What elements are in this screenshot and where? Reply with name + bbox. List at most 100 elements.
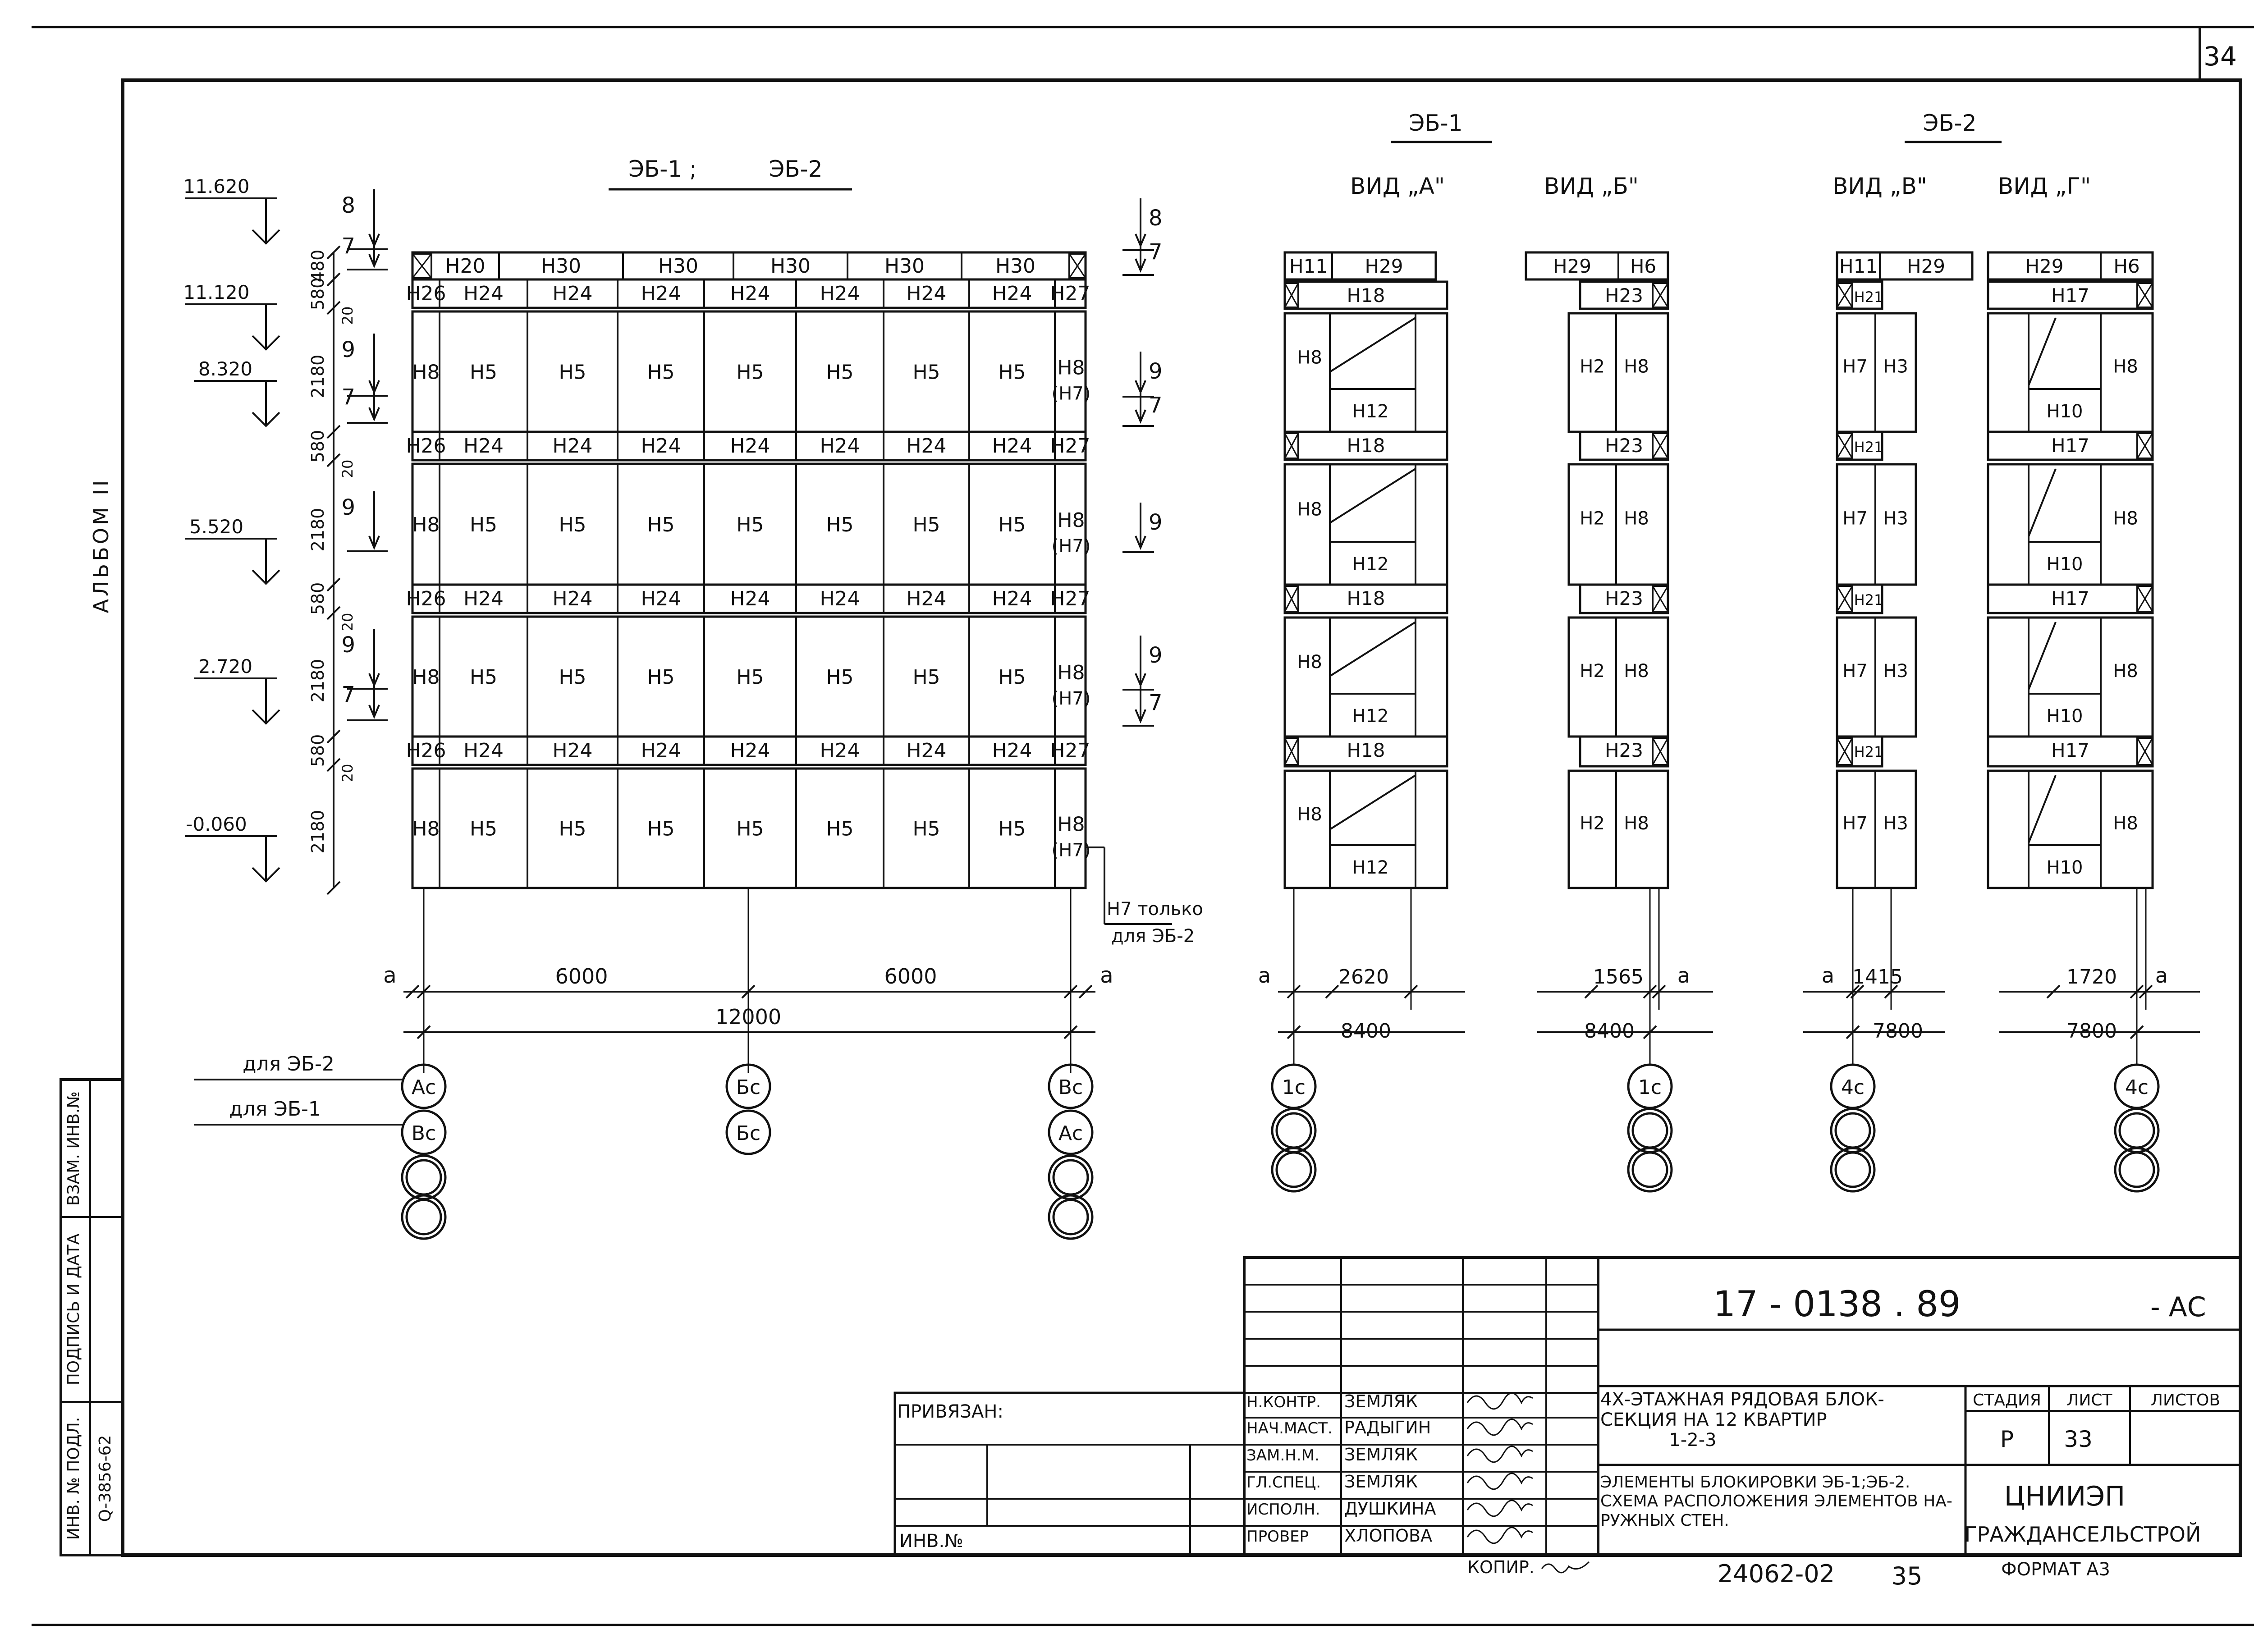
view-wall-left-label: Н8 [1297, 348, 1322, 368]
level-marks: 4805802180580218058021805802180202020201… [183, 175, 1203, 947]
window-slope [1329, 774, 1416, 830]
view-wall-right-label: Н8 [2113, 813, 2138, 834]
section-mark-left: 9 [341, 495, 355, 520]
wall-panel-label: Н5 [826, 513, 853, 536]
belt-label: Н24 [463, 587, 504, 610]
vertical-dim-tick [326, 245, 341, 260]
belt-label: Н24 [992, 282, 1032, 305]
view-wall-inner-label: Н12 [1352, 706, 1389, 727]
name-label: ХЛОПОВА [1344, 1526, 1432, 1546]
belt-label: Н24 [820, 282, 860, 305]
name-label: РАДЫГИН [1344, 1418, 1431, 1437]
cross-diag [1068, 253, 1086, 279]
dim-tick [1078, 984, 1093, 999]
belt-label: Н24 [463, 739, 504, 762]
belt-label: Н24 [730, 435, 770, 458]
wall-panel-label: Н5 [736, 361, 764, 384]
view-belt-label: Н18 [1347, 284, 1385, 307]
view-belt-cross [1284, 432, 1299, 459]
view-axis-bubble-empty-inner [1275, 1151, 1312, 1188]
role-label: Н.КОНТР. [1246, 1393, 1321, 1411]
view-belt-cross [2136, 282, 2153, 308]
view-top-label: Н29 [1907, 255, 1945, 277]
stamp-inv-value: Q-3856-62 [96, 1435, 115, 1522]
role-label: ЗАМ.Н.М. [1246, 1446, 1319, 1464]
role-label: ПРОВЕР [1246, 1528, 1309, 1546]
view-wall-left-label: Н2 [1580, 508, 1605, 529]
wall-panel-label: Н5 [470, 361, 497, 384]
project-title-1: 4Х-ЭТАЖНАЯ РЯДОВАЯ БЛОК- [1600, 1389, 1884, 1410]
wall-left-label: Н8 [412, 513, 440, 536]
wall-panel-label: Н5 [912, 818, 940, 841]
view-belt-cross [2136, 432, 2153, 459]
vertical-dim-label: 580 [308, 582, 328, 615]
belt-label: Н24 [552, 587, 592, 610]
view-top-label: Н11 [1839, 255, 1878, 277]
window-slope [2028, 317, 2057, 386]
belt-label: Н24 [641, 435, 681, 458]
belt-label: Н24 [552, 282, 592, 305]
view-axis-label: 1с [1282, 1076, 1306, 1099]
wall-right-alt-label: (Н7) [1052, 688, 1091, 709]
view-belt-cross [1652, 737, 1669, 766]
window-slope [2028, 468, 2057, 537]
view-title: ВИД „Б" [1544, 173, 1639, 199]
axis-bubble-label: Вс [412, 1122, 436, 1145]
dim-tick [741, 984, 756, 999]
view-title: ВИД „В" [1833, 173, 1927, 199]
view-wall-inner-label: Н12 [1352, 554, 1389, 575]
wall-panel-label: Н5 [647, 513, 674, 536]
arrow-head [368, 705, 380, 719]
main-title-eb2: ЭБ-2 [769, 156, 822, 182]
vertical-dim-tick [326, 453, 341, 467]
view-axis-bubble-empty-inner [2118, 1112, 2155, 1149]
dim-tick [1643, 1025, 1657, 1039]
section-mark-left: 7 [341, 682, 355, 707]
sheet-number-box [2199, 27, 2240, 82]
level-mark-label: 11.620 [183, 175, 250, 197]
view-wall-right-label: Н8 [1624, 661, 1649, 682]
view-total-label: 7800 [2066, 1020, 2117, 1043]
wall-panel-label: Н5 [470, 818, 497, 841]
belt-row [411, 735, 1087, 766]
level-arrow [252, 335, 280, 351]
signature-scribble [1466, 1500, 1533, 1517]
cross-diag [1836, 586, 1853, 612]
dim-tick [1404, 984, 1418, 999]
belt-label: Н24 [641, 587, 681, 610]
wall-right-label: Н8 [1057, 661, 1085, 684]
arrow-head [1135, 409, 1146, 424]
view-top-row [1283, 251, 1437, 281]
sheet-header: ЛИСТ [2066, 1391, 2112, 1409]
wall-panel-label: Н5 [998, 361, 1026, 384]
wall-panel-label: Н5 [826, 818, 853, 841]
axis-bubble-empty [401, 1154, 447, 1200]
view-axis-bubble-empty [1830, 1147, 1876, 1193]
view-belt-label: Н21 [1854, 439, 1883, 456]
view-dim-a: a [2155, 963, 2168, 988]
order-page: 35 [1892, 1562, 1923, 1590]
cross-diag [1652, 737, 1669, 765]
view-wall-inner-label: Н10 [2047, 706, 2083, 727]
axis-bubble-empty-inner [405, 1159, 442, 1196]
vertical-dim-label: 2180 [308, 355, 328, 398]
window-slope [1329, 317, 1416, 373]
arrow-head [368, 407, 380, 422]
binding-inv: ИНВ.№ [899, 1531, 963, 1551]
sheets-header: ЛИСТОВ [2151, 1391, 2220, 1409]
window-slope [1329, 621, 1416, 677]
arrow-head [1135, 258, 1146, 273]
axis-bubble [725, 1109, 771, 1155]
view-belt-label: Н23 [1605, 587, 1643, 609]
view-dim-a: a [1258, 963, 1271, 988]
axis-bubble [401, 1063, 447, 1109]
view-belt-cross [1284, 737, 1299, 766]
view-wall-right-label: Н8 [2113, 661, 2138, 682]
belt-label: Н24 [463, 435, 504, 458]
view-belt-label: Н21 [1854, 591, 1883, 609]
wall-panel-label: Н5 [912, 361, 940, 384]
belt-label: Н24 [992, 739, 1032, 762]
view-belt-label: Н18 [1347, 587, 1385, 609]
